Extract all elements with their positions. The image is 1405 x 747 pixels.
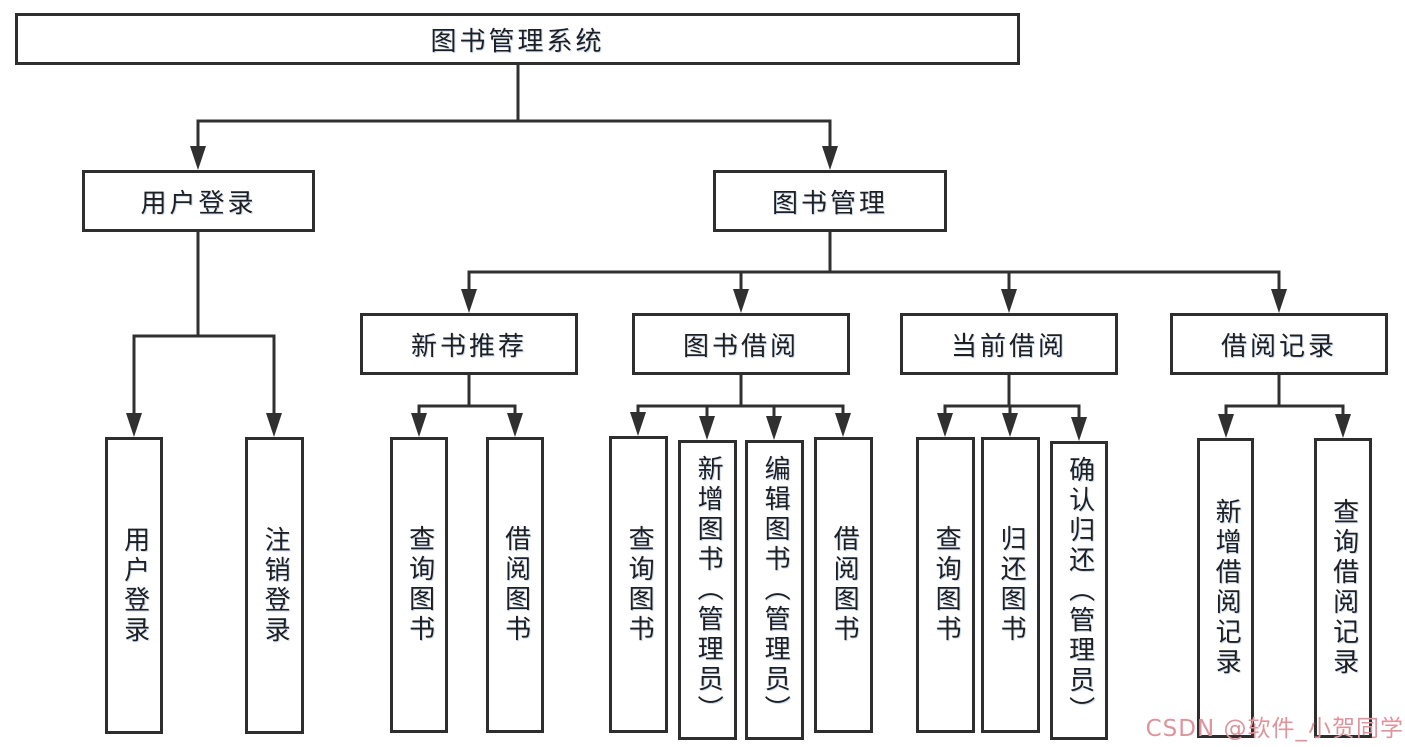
node-library-management-system: 图书管理系统	[15, 13, 1020, 65]
leaf-query-books-borrowing: 查询图书	[609, 436, 668, 733]
leaf-return-books: 归还图书	[981, 437, 1040, 733]
watermark-text: CSDN @软件_小贺同学	[1145, 716, 1404, 742]
leaf-user-login: 用户登录	[105, 437, 163, 734]
leaf-query-books-recommend: 查询图书	[390, 437, 448, 733]
node-book-borrowing: 图书借阅	[632, 313, 850, 375]
leaf-edit-book-admin: 编辑图书（管理员）	[745, 440, 804, 740]
leaf-logout: 注销登录	[245, 437, 304, 734]
leaf-query-books-current: 查询图书	[916, 437, 975, 733]
leaf-add-borrowing-record: 新增借阅记录	[1197, 438, 1254, 738]
leaf-add-book-admin: 新增图书（管理员）	[678, 440, 737, 740]
leaf-borrow-books-recommend: 借阅图书	[486, 437, 544, 733]
node-borrowing-records: 借阅记录	[1170, 313, 1388, 375]
node-user-login: 用户登录	[82, 170, 315, 232]
leaf-confirm-return-admin: 确认归还（管理员）	[1050, 441, 1108, 740]
node-book-management: 图书管理	[713, 170, 947, 232]
leaf-query-borrowing-record: 查询借阅记录	[1314, 438, 1372, 738]
node-current-borrowing: 当前借阅	[900, 313, 1118, 375]
leaf-borrow-books: 借阅图书	[814, 437, 873, 733]
node-new-book-recommendation: 新书推荐	[360, 313, 578, 375]
